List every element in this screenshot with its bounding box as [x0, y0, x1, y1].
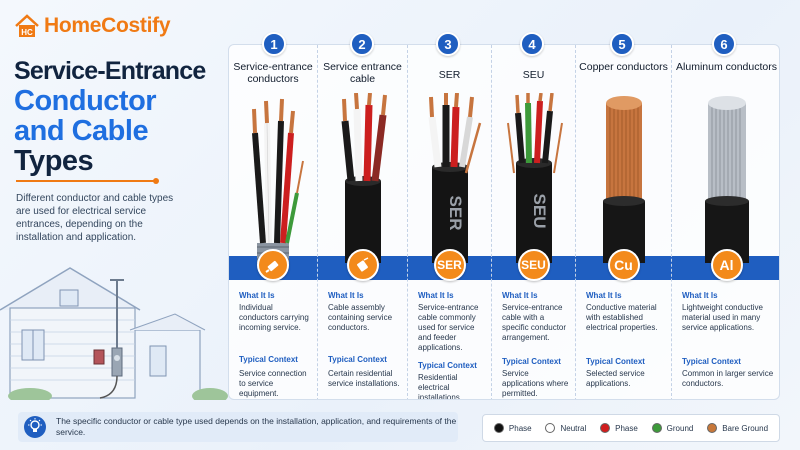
what-label: What It Is — [502, 291, 538, 300]
what-label: What It Is — [586, 291, 622, 300]
aluminum-conductor-illustration — [672, 93, 779, 263]
context-label: Typical Context — [239, 355, 298, 364]
context-text: Service applications where permitted. — [502, 369, 569, 398]
context-label: Typical Context — [328, 355, 387, 364]
legend-label: Phase — [508, 423, 532, 433]
house-illustration — [0, 250, 230, 404]
intro-text: Different conductor and cable types are … — [16, 193, 174, 243]
footer-note-text: The specific conductor or cable type use… — [56, 416, 457, 437]
page-title: Service-Entrance Conductor and Cable Typ… — [14, 56, 224, 176]
step-number-2: 2 — [350, 32, 374, 56]
title-divider — [16, 178, 159, 184]
what-text: Lightweight conductive material used in … — [682, 303, 763, 332]
legend-label: Bare Ground — [722, 423, 769, 433]
column-title: Service entrance cable — [323, 61, 402, 85]
aluminum-badge: Al — [710, 249, 743, 281]
cable-types-panel: Service-entrance conductors What It Is — [228, 44, 780, 400]
service-entrance-conductors-illustration — [229, 93, 317, 263]
what-text: Cable assembly containing service conduc… — [328, 303, 393, 332]
column-aluminum-conductors: Aluminum conductors Al What It Is Lightw… — [671, 45, 779, 399]
what-label: What It Is — [328, 291, 364, 300]
ser-badge: SER — [433, 249, 466, 281]
context-text: Service connection to service equipment. — [239, 369, 307, 398]
legend-item-ground: Ground — [651, 423, 694, 433]
legend-label: Neutral — [560, 423, 587, 433]
step-number-6: 6 — [712, 32, 736, 56]
column-service-entrance-conductors: Service-entrance conductors What It Is — [229, 45, 317, 399]
house-logo-icon: HC — [14, 14, 40, 38]
context-label: Typical Context — [418, 361, 477, 370]
black-dot-icon — [493, 423, 504, 433]
logo-letters: HC — [21, 28, 33, 37]
title-line-3: and Cable — [14, 115, 149, 147]
step-number-4: 4 — [520, 32, 544, 56]
lightbulb-icon — [24, 416, 46, 438]
white-dot-icon — [545, 423, 556, 433]
brand-name: HomeCostify — [44, 14, 171, 37]
copper-conductor-illustration — [576, 93, 671, 263]
what-label: What It Is — [682, 291, 718, 300]
title-line-4: Types — [14, 145, 94, 177]
red-dot-icon — [600, 423, 611, 433]
column-seu: SEU SEU SEU What It Is Service-entrance … — [491, 45, 575, 399]
context-text: Residential electrical installations. — [418, 373, 463, 400]
what-text: Service-entrance cable commonly used for… — [418, 303, 479, 352]
legend-item-bare-ground: Bare Ground — [707, 423, 768, 433]
what-text: Conductive material with established ele… — [586, 303, 658, 332]
context-label: Typical Context — [502, 357, 561, 366]
copper-badge: Cu — [607, 249, 640, 281]
column-copper-conductors: Copper conductors Cu What It Is Conducti… — [575, 45, 671, 399]
column-service-entrance-cable: Service entrance cable What It Is Cable … — [317, 45, 407, 399]
step-number-5: 5 — [610, 32, 634, 56]
context-text: Selected service applications. — [586, 369, 645, 388]
ser-cable-illustration: SER — [408, 93, 491, 263]
context-label: Typical Context — [586, 357, 645, 366]
context-text: Certain residential service installation… — [328, 369, 400, 388]
brand[interactable]: HC HomeCostify — [14, 14, 171, 38]
service-entrance-cable-illustration — [318, 93, 407, 263]
footer-note: The specific conductor or cable type use… — [18, 412, 458, 442]
column-title: Service-entrance conductors — [233, 61, 313, 85]
column-ser: SER SER SER What It Is Service-entrance … — [407, 45, 491, 400]
seu-cable-illustration: SEU — [492, 93, 575, 263]
step-number-3: 3 — [436, 32, 460, 56]
legend-item-phase-black: Phase — [493, 423, 532, 433]
step-number-1: 1 — [262, 32, 286, 56]
legend-item-neutral: Neutral — [545, 423, 586, 433]
column-title: SEU — [522, 69, 545, 81]
what-text: Individual conductors carrying incoming … — [239, 303, 309, 332]
ser-jacket-label: SER — [446, 196, 465, 231]
column-title: Copper conductors — [579, 61, 668, 73]
cable-assembly-icon — [346, 249, 379, 281]
what-label: What It Is — [239, 291, 275, 300]
legend-label: Phase — [615, 423, 638, 433]
title-line-2: Conductor — [14, 85, 157, 117]
context-text: Common in larger service conductors. — [682, 369, 774, 388]
what-text: Service-entrance cable with a specific c… — [502, 303, 567, 342]
color-legend: Phase Neutral Phase Ground Bare Ground — [482, 414, 780, 442]
column-title: SER — [438, 69, 461, 81]
seu-badge: SEU — [517, 249, 550, 281]
badge-band — [229, 256, 779, 280]
legend-item-phase-red: Phase — [600, 423, 638, 433]
what-label: What It Is — [418, 291, 454, 300]
title-line-1: Service-Entrance — [14, 57, 206, 85]
green-dot-icon — [651, 423, 662, 433]
copper-dot-icon — [707, 423, 718, 433]
column-title: Aluminum conductors — [676, 61, 777, 73]
cable-plug-icon — [257, 249, 289, 281]
legend-label: Ground — [666, 423, 694, 433]
context-label: Typical Context — [682, 357, 741, 366]
seu-jacket-label: SEU — [530, 194, 549, 229]
